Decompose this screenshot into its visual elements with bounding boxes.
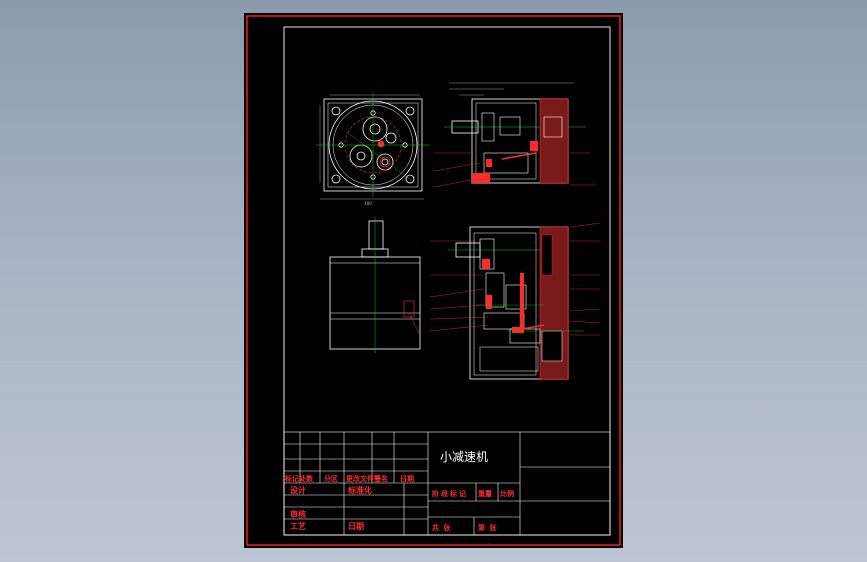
label-zone: 分区 xyxy=(324,474,338,483)
svg-text:100: 100 xyxy=(364,201,372,206)
cad-drawing: 100 xyxy=(246,15,621,546)
front-view: 100 xyxy=(316,93,430,206)
label-change-doc: 更改文件号 xyxy=(346,474,381,483)
label-sheet-no: 第 张 xyxy=(478,523,497,532)
section-view-top xyxy=(433,82,596,188)
section-view-main xyxy=(429,222,601,380)
label-scale: 比例 xyxy=(500,489,514,498)
title-block-text: 小减速机 标记处数 分区 更改文件号 签名 日期 设计 标准化 审核 工艺 批准… xyxy=(284,450,514,532)
label-process: 工艺 xyxy=(290,521,306,531)
label-date: 日期 xyxy=(348,521,364,531)
label-signature: 签名 xyxy=(373,474,388,483)
label-design: 设计 xyxy=(290,485,306,495)
label-weight: 重量 xyxy=(478,489,492,498)
drawing-sheet: 100 xyxy=(244,13,623,548)
drawing-title: 小减速机 xyxy=(440,450,488,464)
label-revision-mark: 标记处数 xyxy=(284,474,314,483)
label-review: 审核 xyxy=(290,509,306,519)
title-block xyxy=(283,431,611,536)
label-date-row: 日期 xyxy=(400,474,414,483)
outer-frame xyxy=(246,15,621,546)
label-standardization: 标准化 xyxy=(347,485,372,495)
label-stage-mark: 阶段标记 xyxy=(432,489,468,498)
side-view xyxy=(329,217,421,353)
label-sheets-total: 共 张 xyxy=(432,523,451,532)
